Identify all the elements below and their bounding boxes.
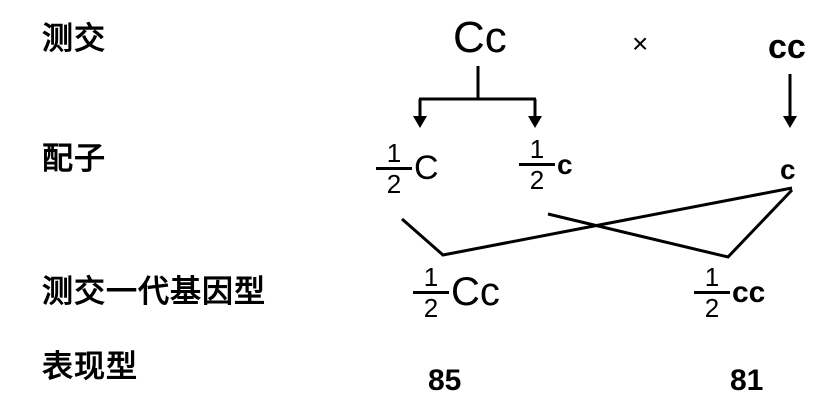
gamete-numerator: 1 xyxy=(529,134,545,164)
phenotype-count-Cc: 85 xyxy=(428,364,462,397)
gamete-denominator: 2 xyxy=(386,169,402,199)
offspring-genotype: Cc xyxy=(451,270,500,314)
label-phenotype: 表现型 xyxy=(42,349,138,385)
label-offspring-genotype: 测交一代基因型 xyxy=(42,274,266,310)
gamete-c-right: c xyxy=(780,154,796,185)
arrowhead-icon xyxy=(528,116,542,128)
phenotype-count-cc: 81 xyxy=(730,364,764,397)
offspring-genotype: cc xyxy=(732,275,766,309)
offspring-numerator: 1 xyxy=(423,262,439,292)
offspring-denominator: 2 xyxy=(704,293,720,323)
label-test-cross: 测交 xyxy=(42,21,106,57)
offspring-numerator: 1 xyxy=(704,262,720,292)
cross-line-C-to-Cc xyxy=(401,186,793,257)
parent-right-genotype: cc xyxy=(768,28,806,66)
gamete-denominator: 2 xyxy=(529,165,545,195)
segregation-bracket xyxy=(418,66,537,118)
offspring-denominator: 2 xyxy=(423,293,439,323)
cross-line-c-to-cc xyxy=(547,188,794,259)
gamete-allele: c xyxy=(557,148,573,180)
arrowhead-icon xyxy=(783,116,797,128)
label-gametes: 配子 xyxy=(42,141,106,177)
gamete-numerator: 1 xyxy=(386,138,402,168)
arrowhead-icon xyxy=(413,116,427,128)
cross-symbol: × xyxy=(632,28,649,59)
parent-left-genotype: Cc xyxy=(453,13,507,62)
gamete-allele: C xyxy=(414,149,439,187)
